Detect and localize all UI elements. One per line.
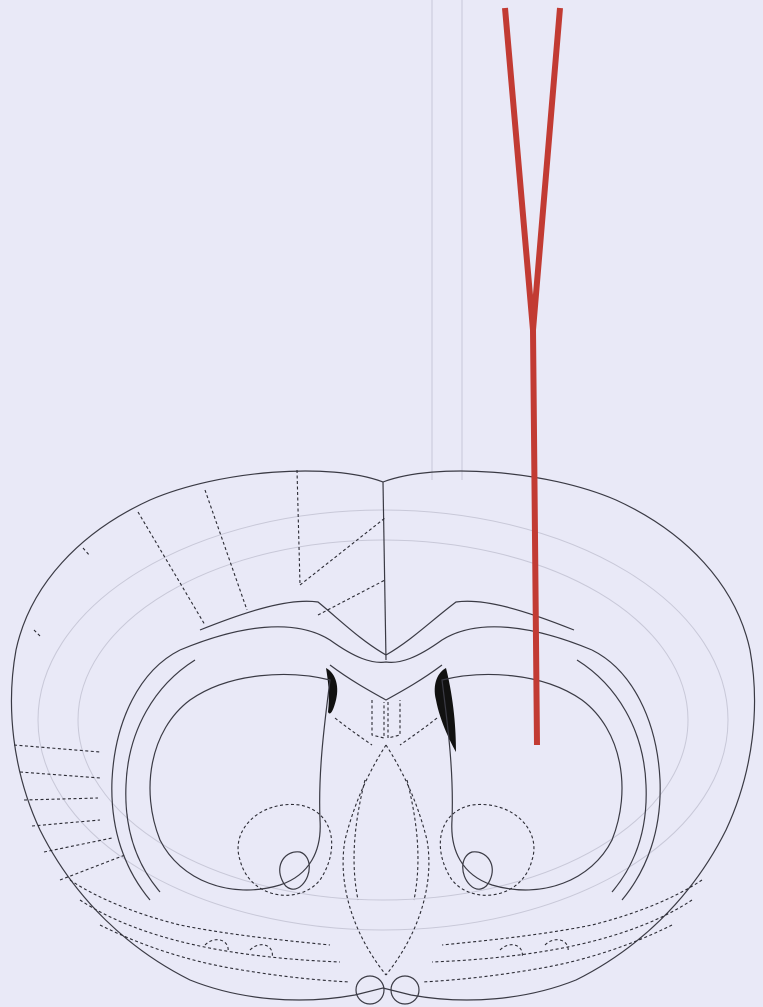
electrode-track [505,8,560,745]
brain-section-outline [11,471,754,1000]
background-guides [38,0,728,930]
striatum [150,675,622,890]
hypothalamic-regions [70,700,702,1004]
lateral-ventricles [326,668,456,752]
midline [383,482,386,660]
